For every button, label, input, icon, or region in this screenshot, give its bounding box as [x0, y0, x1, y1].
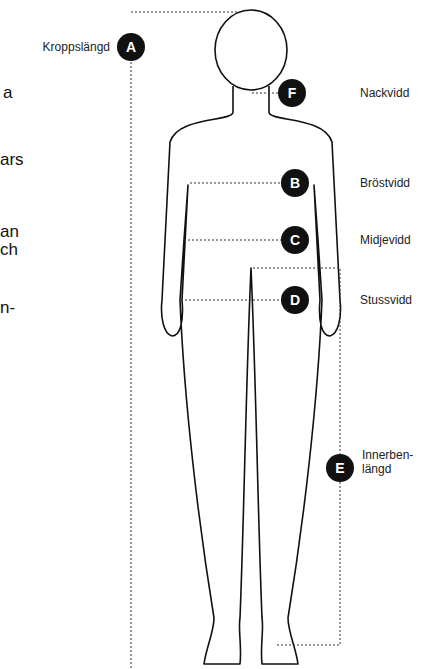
measure-label: Bröstvidd: [360, 176, 410, 190]
callout-letter: F: [288, 86, 297, 100]
measure-label: Kroppslängd: [43, 40, 110, 54]
callout-letter: B: [290, 176, 300, 190]
measure-label: Nackvidd: [360, 86, 409, 100]
measure-label: Midjevidd: [360, 233, 411, 247]
text-fragment: a: [3, 83, 12, 103]
text-fragment: ch: [0, 240, 18, 260]
callout-letter: C: [290, 233, 300, 247]
chest-callout: B: [281, 169, 309, 197]
hip-callout: D: [281, 286, 309, 314]
text-fragment: an: [0, 222, 19, 242]
callout-letter: D: [290, 293, 300, 307]
callout-letter: E: [335, 461, 344, 475]
measure-lines: [131, 12, 340, 669]
measure-label: Stussvidd: [360, 293, 412, 307]
neck-callout: F: [278, 79, 306, 107]
callout-letter: A: [126, 40, 136, 54]
length-callout: A: [117, 33, 145, 61]
waist-callout: C: [281, 226, 309, 254]
body-outline: [161, 10, 340, 664]
text-fragment: n-: [0, 298, 15, 318]
measure-label: Innerben- längd: [362, 448, 413, 476]
inseam-callout: E: [326, 454, 354, 482]
text-fragment: ars: [0, 150, 24, 170]
